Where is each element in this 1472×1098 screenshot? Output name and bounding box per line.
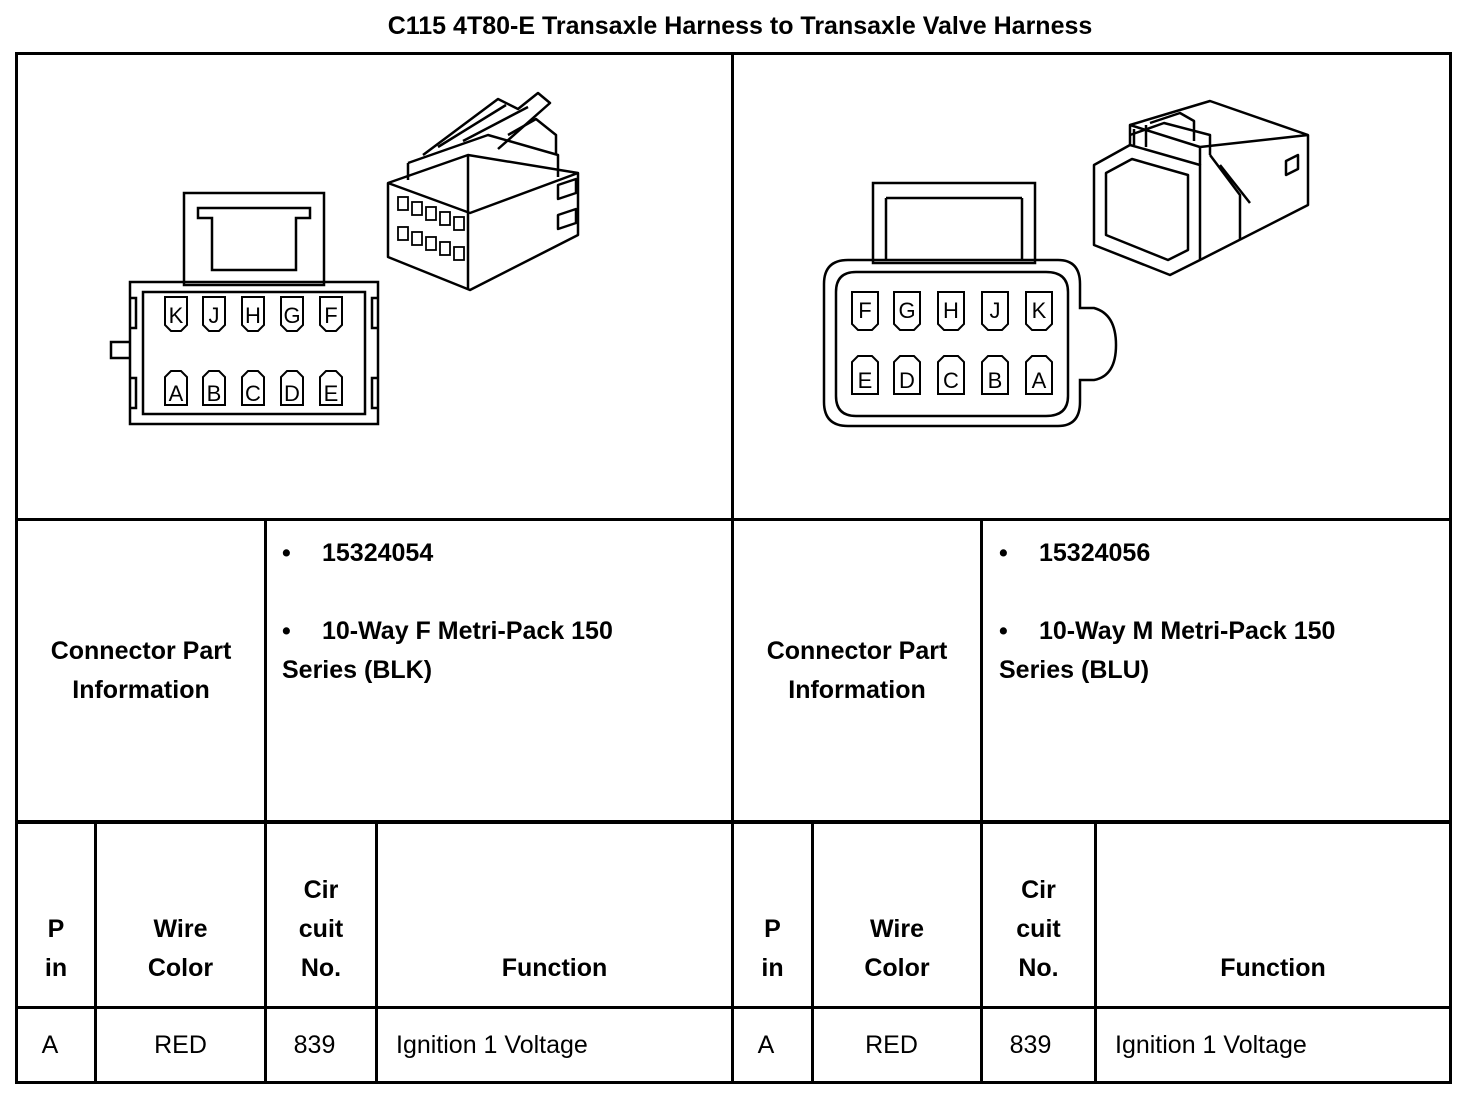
- header-text: in: [44, 954, 68, 982]
- left-pins-top: [164, 296, 343, 332]
- left-pin-label: F: [324, 303, 337, 328]
- right-description: 10-Way M Metri-Pack 150 Series (BLU): [999, 617, 1336, 684]
- right-info-label-text: Connector Part Information: [766, 636, 948, 704]
- left-info-label-text: Connector Part Information: [50, 636, 232, 704]
- right-connector-info-label: Connector Part Information: [734, 521, 980, 820]
- header-text: No.: [1018, 954, 1059, 982]
- header-text: Cir: [303, 876, 339, 904]
- right-pin-label: B: [988, 368, 1003, 393]
- right-connector-isometric-diagram: [1092, 99, 1310, 277]
- col-divider-r3: [1094, 822, 1097, 1084]
- left-connector-face-diagram: K J H G F A B C D E: [109, 191, 380, 426]
- header-text: Function: [501, 954, 608, 982]
- left-row-wire-color: RED: [154, 1030, 207, 1059]
- right-pins-bottom: [851, 355, 1053, 395]
- right-pin-label: H: [943, 298, 959, 323]
- left-pin-label: B: [207, 381, 222, 406]
- header-text: Wire: [870, 915, 924, 943]
- header-text: P: [47, 915, 65, 943]
- right-row-wire-color: RED: [865, 1030, 918, 1059]
- col-divider-r1: [811, 822, 814, 1084]
- info-divider-right: [980, 518, 983, 1084]
- left-row-pin: A: [41, 1030, 59, 1059]
- left-description-bullet: •10-Way F Metri-Pack 150 Series (BLK): [282, 612, 682, 690]
- right-pins-top: [851, 291, 1053, 331]
- right-part-number-bullet: • 15324056: [999, 534, 1444, 573]
- left-part-number: 15324054: [322, 539, 434, 567]
- right-pin-label: C: [943, 368, 959, 393]
- right-pin-label: F: [858, 298, 871, 323]
- col-divider-l3: [375, 822, 378, 1084]
- right-part-number: 15324056: [1039, 539, 1151, 567]
- table-border-right: [1449, 52, 1452, 1084]
- left-connector-info: • 15324054 •10-Way F Metri-Pack 150 Seri…: [282, 534, 727, 690]
- header-text: Color: [864, 954, 930, 982]
- header-text: Color: [147, 954, 214, 982]
- left-description: 10-Way F Metri-Pack 150 Series (BLK): [282, 617, 613, 684]
- left-row-function: Ignition 1 Voltage: [396, 1030, 588, 1059]
- left-pins-bottom: [164, 370, 343, 406]
- table-divider-center: [731, 52, 734, 1084]
- bullet-icon: •: [999, 539, 1008, 567]
- left-pin-label: G: [283, 303, 300, 328]
- header-text: in: [761, 954, 784, 982]
- col-divider-l1: [94, 822, 97, 1084]
- header-text: Wire: [153, 915, 208, 943]
- right-row-function: Ignition 1 Voltage: [1115, 1030, 1307, 1059]
- left-header-function: Function: [378, 824, 731, 1006]
- right-row-pin: A: [757, 1030, 775, 1059]
- left-pin-label: A: [169, 381, 184, 406]
- right-pin-label: G: [898, 298, 915, 323]
- header-text: cuit: [1016, 915, 1061, 943]
- left-pin-label: K: [169, 303, 184, 328]
- right-connector-face-diagram: F G H J K E D C B A: [822, 181, 1118, 428]
- bullet-icon: •: [999, 617, 1008, 645]
- right-pin-label: A: [1032, 368, 1047, 393]
- left-connector-isometric-diagram: [386, 91, 580, 292]
- left-pin-label: E: [324, 381, 339, 406]
- left-part-number-bullet: • 15324054: [282, 534, 727, 573]
- header-text: P: [764, 915, 781, 943]
- header-text: Cir: [1021, 876, 1056, 904]
- right-pin-label: K: [1032, 298, 1047, 323]
- left-pin-label: D: [284, 381, 300, 406]
- right-pin-label: D: [899, 368, 915, 393]
- left-row-circuit: 839: [293, 1030, 336, 1059]
- bullet-icon: •: [282, 617, 291, 645]
- right-header-function: Function: [1097, 824, 1449, 1006]
- header-text: No.: [300, 954, 342, 982]
- right-connector-info: • 15324056 •10-Way M Metri-Pack 150 Seri…: [999, 534, 1444, 690]
- right-description-bullet: •10-Way M Metri-Pack 150 Series (BLU): [999, 612, 1379, 690]
- right-row-circuit: 839: [1009, 1030, 1052, 1059]
- header-text: Function: [1220, 954, 1326, 982]
- info-divider-left: [264, 518, 267, 1084]
- bullet-icon: •: [282, 539, 291, 567]
- page-title: C115 4T80-E Transaxle Harness to Transax…: [387, 12, 1093, 40]
- left-pin-label: H: [245, 303, 261, 328]
- right-pin-label: E: [858, 368, 873, 393]
- table-border-left: [15, 52, 18, 1084]
- left-connector-info-label: Connector Part Information: [18, 521, 264, 820]
- left-pin-label: J: [209, 303, 220, 328]
- right-pin-label: J: [990, 298, 1001, 323]
- header-text: cuit: [298, 915, 344, 943]
- left-pin-label: C: [245, 381, 261, 406]
